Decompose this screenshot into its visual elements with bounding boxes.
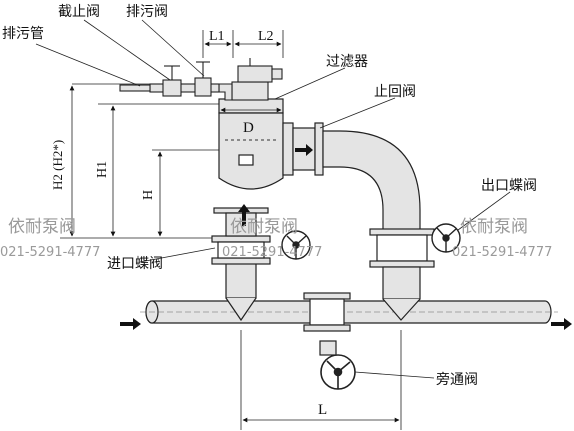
butterfly-valve-handwheel-icon [431,223,461,253]
label-outlet-butterfly-valve: 出口蝶阀 [481,178,537,194]
butterfly-valve-handwheel-icon [281,230,311,260]
filter-body [218,98,284,190]
label-inlet-butterfly-valve: 进口蝶阀 [107,256,163,272]
watermark-phone: 021-5291-4777 [0,245,100,260]
watermark-phone: 021-5291-4777 [452,245,552,260]
dim-h1: H1 [95,161,110,178]
dim-d: D [243,120,254,136]
label-filter: 过滤器 [326,54,368,70]
dim-h: H [141,190,156,200]
label-check-valve: 止回阀 [374,84,416,100]
label-drain-valve: 排污阀 [126,4,168,20]
outlet-riser [369,228,435,321]
watermark: 依耐泵阀 021-5291-4777 [222,217,322,260]
watermark-name: 依耐泵阀 [460,217,528,237]
outlet-pipe [282,122,421,231]
watermark-phone: 021-5291-4777 [222,245,322,260]
flow-arrow-icon [238,144,313,226]
watermark-name: 依耐泵阀 [230,217,298,237]
label-stop-valve: 截止阀 [58,4,100,20]
filter-drive-motor [231,58,283,101]
dim-h2: H2 (H2*) [50,140,65,190]
label-bypass-valve: 旁通阀 [436,371,478,388]
dim-l: L [318,402,327,418]
label-drain-pipe: 排污管 [2,26,44,42]
butterfly-valve-handwheel-icon [320,354,356,390]
leader-lines [35,19,511,379]
watermark: 依耐泵阀 021-5291-4777 [452,217,552,260]
watermark-name: 依耐泵阀 [8,217,76,237]
flow-arrow-icon [120,318,572,330]
watermark: 依耐泵阀 021-5291-4777 [0,217,100,260]
bypass-valve [303,292,351,356]
dimension-lines [60,30,402,430]
main-pipe [140,300,558,324]
drain-line [119,61,233,101]
dim-l2: L2 [258,29,274,44]
dim-l1: L1 [209,29,225,44]
